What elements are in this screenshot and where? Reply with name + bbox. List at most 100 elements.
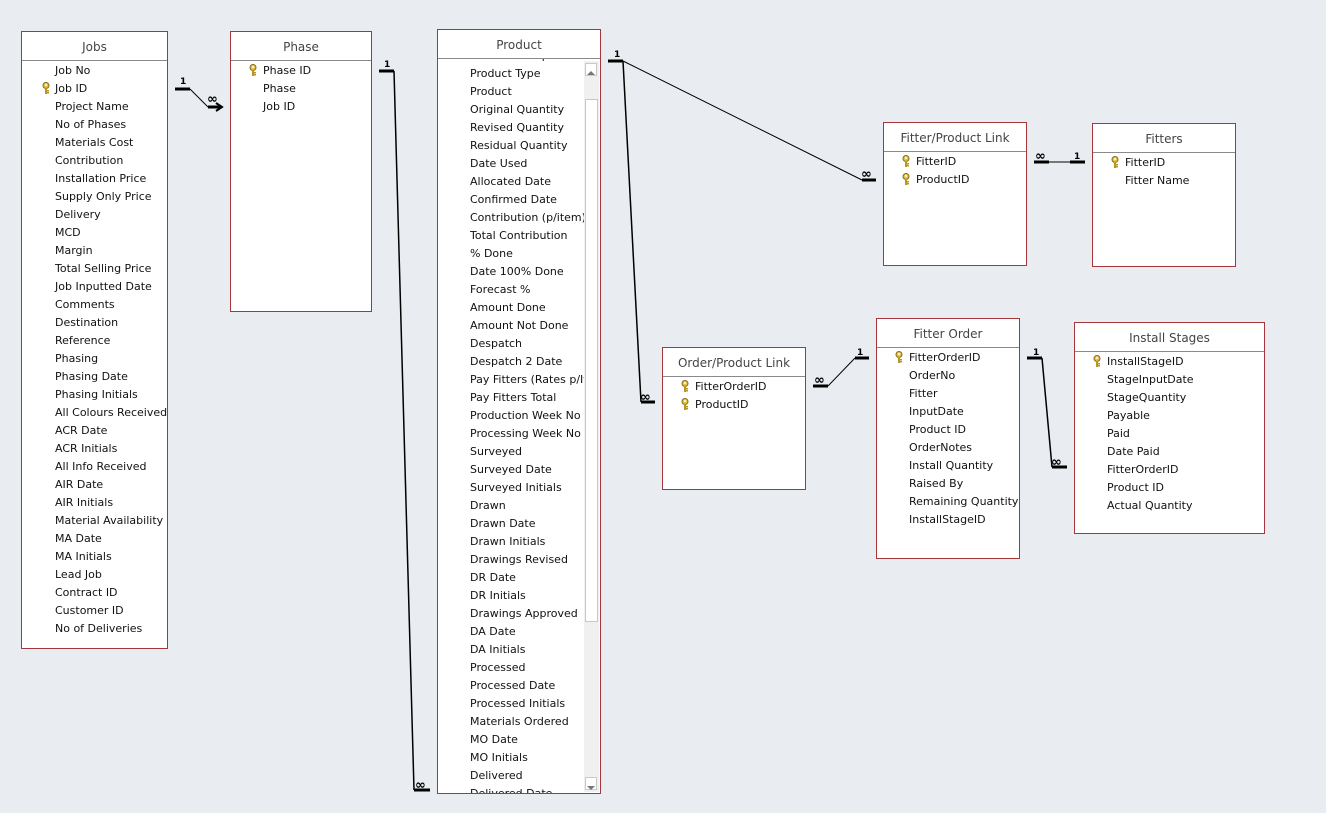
field-row[interactable]: Processed Date bbox=[438, 677, 584, 695]
field-row[interactable]: DR Initials bbox=[438, 587, 584, 605]
field-row[interactable]: Install Quantity bbox=[877, 457, 1019, 475]
field-row[interactable]: Contribution (p/item) bbox=[438, 209, 584, 227]
field-row[interactable]: Fitter bbox=[877, 385, 1019, 403]
field-row[interactable]: MCD bbox=[22, 224, 167, 242]
field-row[interactable]: Delivered Date bbox=[438, 785, 584, 793]
field-row[interactable]: Date Used bbox=[438, 155, 584, 173]
field-row[interactable]: All Info Received bbox=[22, 458, 167, 476]
field-row[interactable]: InputDate bbox=[877, 403, 1019, 421]
field-row[interactable]: Delivery bbox=[22, 206, 167, 224]
field-row[interactable]: Phasing bbox=[22, 350, 167, 368]
field-row[interactable]: Drawn Initials bbox=[438, 533, 584, 551]
field-row[interactable]: StageQuantity bbox=[1075, 389, 1264, 407]
field-row[interactable]: Original Quantity bbox=[438, 101, 584, 119]
field-row[interactable]: Job No bbox=[22, 62, 167, 80]
table-title[interactable]: Install Stages bbox=[1075, 323, 1264, 352]
field-row[interactable]: Job ID bbox=[231, 98, 371, 116]
field-row[interactable]: Processing Week No bbox=[438, 425, 584, 443]
field-row[interactable]: Installation Price bbox=[22, 170, 167, 188]
field-row[interactable]: FitterOrderID bbox=[663, 378, 805, 396]
relationship-orderproductlink-fitterorder[interactable] bbox=[813, 356, 869, 388]
relationship-product-fitterproductlink[interactable] bbox=[608, 59, 876, 182]
table-title[interactable]: Fitters bbox=[1093, 124, 1235, 153]
field-row[interactable]: Project Name bbox=[22, 98, 167, 116]
scroll-down-button[interactable] bbox=[585, 777, 597, 790]
table-title[interactable]: Jobs bbox=[22, 32, 167, 61]
field-row[interactable]: Surveyed bbox=[438, 443, 584, 461]
field-row[interactable]: All Colours Received bbox=[22, 404, 167, 422]
relationship-product-orderproductlink[interactable] bbox=[622, 60, 655, 404]
field-row[interactable]: Phase ID bbox=[231, 62, 371, 80]
field-row[interactable]: Pay Fitters Total bbox=[438, 389, 584, 407]
field-row[interactable]: Fitter Name bbox=[1093, 172, 1235, 190]
field-row[interactable]: Processed bbox=[438, 659, 584, 677]
field-row[interactable]: Revised Quantity bbox=[438, 119, 584, 137]
field-row[interactable]: MA Date bbox=[22, 530, 167, 548]
field-row[interactable]: OrderNotes bbox=[877, 439, 1019, 457]
field-row[interactable]: Forecast % bbox=[438, 281, 584, 299]
field-row[interactable]: Residual Quantity bbox=[438, 137, 584, 155]
field-row[interactable]: MO Date bbox=[438, 731, 584, 749]
field-row[interactable]: Confirmed Date bbox=[438, 191, 584, 209]
field-row[interactable]: DA Date bbox=[438, 623, 584, 641]
relationship-fitterorder-installstages[interactable] bbox=[1027, 356, 1067, 469]
field-row[interactable]: Processed Initials bbox=[438, 695, 584, 713]
table-title[interactable]: Product bbox=[438, 30, 600, 59]
field-row[interactable]: Drawings Revised bbox=[438, 551, 584, 569]
field-row[interactable]: DR Date bbox=[438, 569, 584, 587]
field-row[interactable]: Destination bbox=[22, 314, 167, 332]
field-row[interactable]: Lead Job bbox=[22, 566, 167, 584]
field-row[interactable]: Paid bbox=[1075, 425, 1264, 443]
field-row[interactable]: Amount Done bbox=[438, 299, 584, 317]
field-row[interactable]: Product Type bbox=[438, 65, 584, 83]
field-row[interactable]: Actual Quantity bbox=[1075, 497, 1264, 515]
field-row[interactable]: Materials Ordered bbox=[438, 713, 584, 731]
field-row[interactable]: Allocated Date bbox=[438, 173, 584, 191]
vertical-scrollbar[interactable] bbox=[584, 61, 599, 792]
field-row[interactable]: No of Deliveries bbox=[22, 620, 167, 638]
field-row[interactable]: AIR Date bbox=[22, 476, 167, 494]
field-row[interactable]: Contribution bbox=[22, 152, 167, 170]
field-row[interactable]: No of Phases bbox=[22, 116, 167, 134]
field-row[interactable]: Customer ID bbox=[22, 602, 167, 620]
field-row[interactable]: MO Initials bbox=[438, 749, 584, 767]
field-row[interactable]: Drawings Approved bbox=[438, 605, 584, 623]
field-row[interactable]: ACR Date bbox=[22, 422, 167, 440]
field-row[interactable]: ACR Initials bbox=[22, 440, 167, 458]
field-row[interactable]: FitterOrderID bbox=[877, 349, 1019, 367]
field-row[interactable]: Reference bbox=[22, 332, 167, 350]
table-title[interactable]: Order/Product Link bbox=[663, 348, 805, 377]
field-row[interactable]: Contract ID bbox=[22, 584, 167, 602]
field-row[interactable]: FitterID bbox=[1093, 154, 1235, 172]
field-row[interactable]: StageInputDate bbox=[1075, 371, 1264, 389]
field-row[interactable]: InstallStageID bbox=[877, 511, 1019, 529]
field-row[interactable]: Job Inputted Date bbox=[22, 278, 167, 296]
field-row[interactable]: Drawn Date bbox=[438, 515, 584, 533]
table-title[interactable]: Fitter Order bbox=[877, 319, 1019, 348]
field-row[interactable]: Surveyed Initials bbox=[438, 479, 584, 497]
field-row[interactable]: Delivered bbox=[438, 767, 584, 785]
field-row[interactable]: Despatch 2 Date bbox=[438, 353, 584, 371]
field-row[interactable]: Drawn bbox=[438, 497, 584, 515]
field-row[interactable]: MA Initials bbox=[22, 548, 167, 566]
field-row[interactable]: Margin bbox=[22, 242, 167, 260]
field-row[interactable]: Raised By bbox=[877, 475, 1019, 493]
field-row[interactable]: FitterOrderID bbox=[1075, 461, 1264, 479]
field-row[interactable]: ProductID bbox=[884, 171, 1026, 189]
field-row[interactable]: Date 100% Done bbox=[438, 263, 584, 281]
field-row[interactable]: Total Contribution bbox=[438, 227, 584, 245]
scrollbar-thumb[interactable] bbox=[585, 99, 598, 622]
relationship-jobs-phase[interactable] bbox=[175, 87, 224, 112]
field-row[interactable]: OrderNo bbox=[877, 367, 1019, 385]
field-row[interactable]: Product ID bbox=[1075, 479, 1264, 497]
field-row[interactable]: Production Week No bbox=[438, 407, 584, 425]
field-row[interactable]: Product ID bbox=[877, 421, 1019, 439]
